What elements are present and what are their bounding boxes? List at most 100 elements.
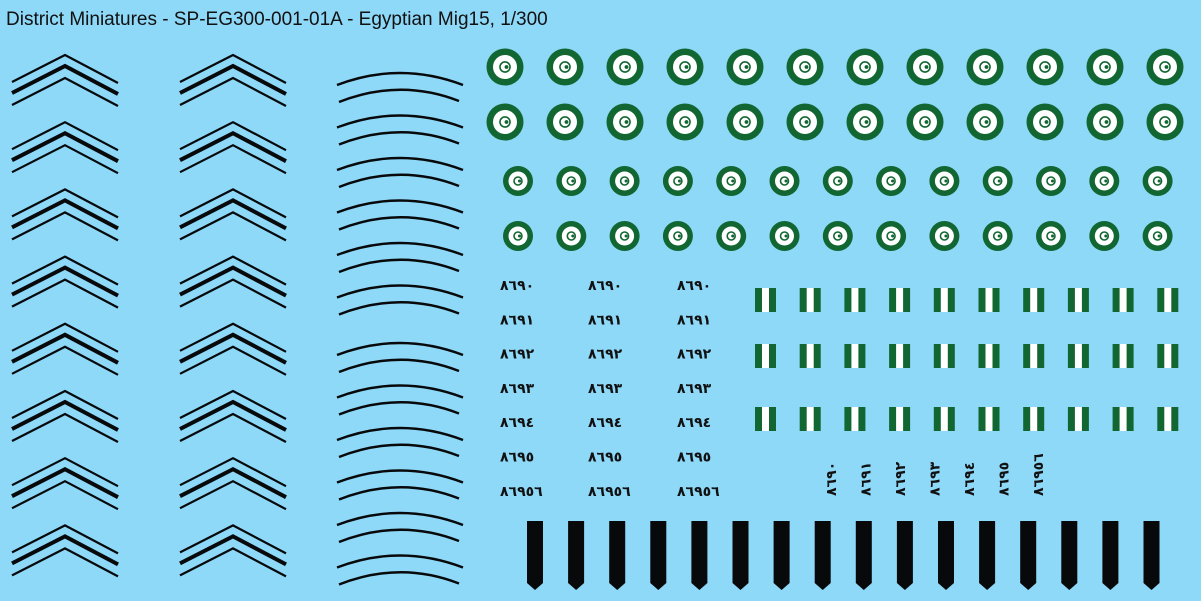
arc-stripe-icon: [338, 131, 460, 146]
egyptian-roundel-icon: [486, 103, 524, 141]
serial-number-decal: ٨٦٩١: [500, 312, 534, 328]
black-strip-icon: [1020, 521, 1037, 590]
fin-flash-icon: [1023, 344, 1045, 368]
serial-number-decal-rotated: ٨٦٩٥٦: [1031, 453, 1047, 496]
serial-number-decal: ٨٦٩١: [677, 312, 711, 328]
serial-number-decal-rotated: ٨٦٩٠: [824, 462, 840, 496]
arc-stripe-icon: [336, 241, 464, 257]
serial-number-decal: ٨٦٩٣: [500, 381, 535, 397]
egyptian-roundel-icon: [546, 103, 584, 141]
chevron-stripe-icon: [179, 524, 287, 578]
egyptian-roundel-icon: [1146, 48, 1184, 86]
egyptian-roundel-icon: [1026, 48, 1064, 86]
serial-number-decal: ٨٦٩٠: [500, 278, 534, 294]
egyptian-roundel-icon: [1089, 221, 1120, 251]
arc-stripe-icon: [336, 199, 464, 214]
chevron-stripe-icon: [11, 456, 119, 511]
fin-flash-icon: [1067, 344, 1089, 368]
black-strip-icon: [1102, 521, 1119, 590]
egyptian-roundel-icon: [906, 103, 944, 141]
serial-number-decal-rotated: ٨٦٩١: [859, 462, 875, 496]
egyptian-roundel-icon: [1036, 221, 1066, 251]
serial-number-decal: ٨٦٩٣: [677, 381, 712, 397]
chevron-stripe-icon: [179, 53, 287, 107]
egyptian-roundel-icon: [556, 166, 587, 196]
fin-flash-icon: [889, 288, 911, 312]
fin-flash-icon: [755, 288, 776, 312]
arc-stripe-icon: [336, 511, 464, 527]
chevron-stripe-icon: [179, 120, 287, 175]
fin-flash-icon: [1112, 407, 1134, 431]
fin-flash-icon: [978, 407, 1000, 431]
fin-flash-icon: [933, 407, 955, 431]
egyptian-roundel-icon: [662, 221, 693, 251]
fin-flash-icon: [978, 344, 1000, 368]
black-strip-icon: [732, 521, 749, 590]
fin-flash-icon: [799, 407, 821, 431]
egyptian-roundel-icon: [666, 48, 704, 86]
chevron-stripe-icon: [11, 255, 119, 309]
fin-flash-icon: [1112, 288, 1134, 312]
chevron-stripe-icon: [11, 389, 119, 443]
serial-number-decal: ٨٦٩٥: [677, 450, 711, 466]
arc-stripe-icon: [336, 156, 464, 172]
egyptian-roundel-icon: [786, 48, 824, 86]
egyptian-roundel-icon: [786, 103, 824, 141]
arc-stripe-icon: [336, 71, 464, 87]
arc-stripe-icon: [338, 216, 460, 231]
egyptian-roundel-icon: [726, 103, 764, 141]
arc-stripe-icon: [336, 284, 464, 299]
black-strip-icon: [609, 521, 626, 590]
chevron-stripe-icon: [179, 255, 287, 309]
egyptian-roundel-icon: [486, 48, 524, 86]
chevron-stripe-icon: [179, 456, 287, 511]
egyptian-roundel-icon: [1086, 103, 1124, 141]
black-strip-icon: [979, 521, 996, 590]
egyptian-roundel-icon: [846, 48, 884, 86]
serial-number-decal: ٨٦٩٢: [500, 347, 535, 363]
chevron-stripe-icon: [179, 322, 287, 376]
egyptian-roundel-icon: [822, 166, 853, 196]
arc-stripe-icon: [338, 571, 460, 586]
arc-stripe-icon: [336, 384, 464, 399]
fin-flash-icon: [755, 344, 776, 368]
serial-number-decal: ٨٦٩٥٦: [677, 484, 720, 500]
fin-flash-icon: [1157, 344, 1179, 368]
chevron-stripe-icon: [179, 389, 287, 443]
black-strip-icon: [896, 521, 913, 590]
arc-stripe-icon: [338, 486, 460, 501]
arc-stripe-icon: [338, 301, 460, 316]
arc-stripe-icon: [338, 528, 460, 544]
serial-number-decal: ٨٦٩٠: [677, 278, 711, 294]
egyptian-roundel-icon: [503, 221, 533, 251]
egyptian-roundel-icon: [726, 48, 764, 86]
serial-number-decal: ٨٦٩٥٦: [588, 484, 631, 500]
fin-flash-icon: [799, 288, 821, 312]
fin-flash-icon: [1112, 344, 1134, 368]
egyptian-roundel-icon: [906, 48, 944, 86]
fin-flash-icon: [889, 344, 911, 368]
egyptian-roundel-icon: [876, 166, 907, 196]
egyptian-roundel-icon: [546, 48, 584, 86]
egyptian-roundel-icon: [846, 103, 884, 141]
arc-stripe-icon: [338, 358, 460, 374]
black-strip-icon: [814, 521, 831, 590]
arc-stripe-icon: [338, 173, 460, 189]
serial-number-decal: ٨٦٩٥: [588, 450, 622, 466]
arc-stripe-icon: [338, 88, 460, 104]
fin-flash-icon: [844, 344, 866, 368]
serial-number-decal-rotated: ٨٦٩٣: [928, 461, 944, 496]
egyptian-roundel-icon: [769, 221, 800, 251]
serial-number-decal: ٨٦٩١: [588, 312, 622, 328]
egyptian-roundel-icon: [1142, 166, 1173, 196]
sheet-title: District Miniatures - SP-EG300-001-01A -…: [6, 9, 548, 30]
egyptian-roundel-icon: [822, 221, 853, 251]
black-strip-icon: [568, 521, 585, 590]
chevron-stripe-icon: [11, 188, 119, 242]
egyptian-roundel-icon: [606, 103, 644, 141]
serial-number-decal: ٨٦٩٥٦: [500, 484, 543, 500]
arc-stripe-icon: [336, 554, 464, 569]
egyptian-roundel-icon: [716, 221, 747, 251]
serial-number-decal: ٨٦٩٤: [677, 415, 711, 431]
